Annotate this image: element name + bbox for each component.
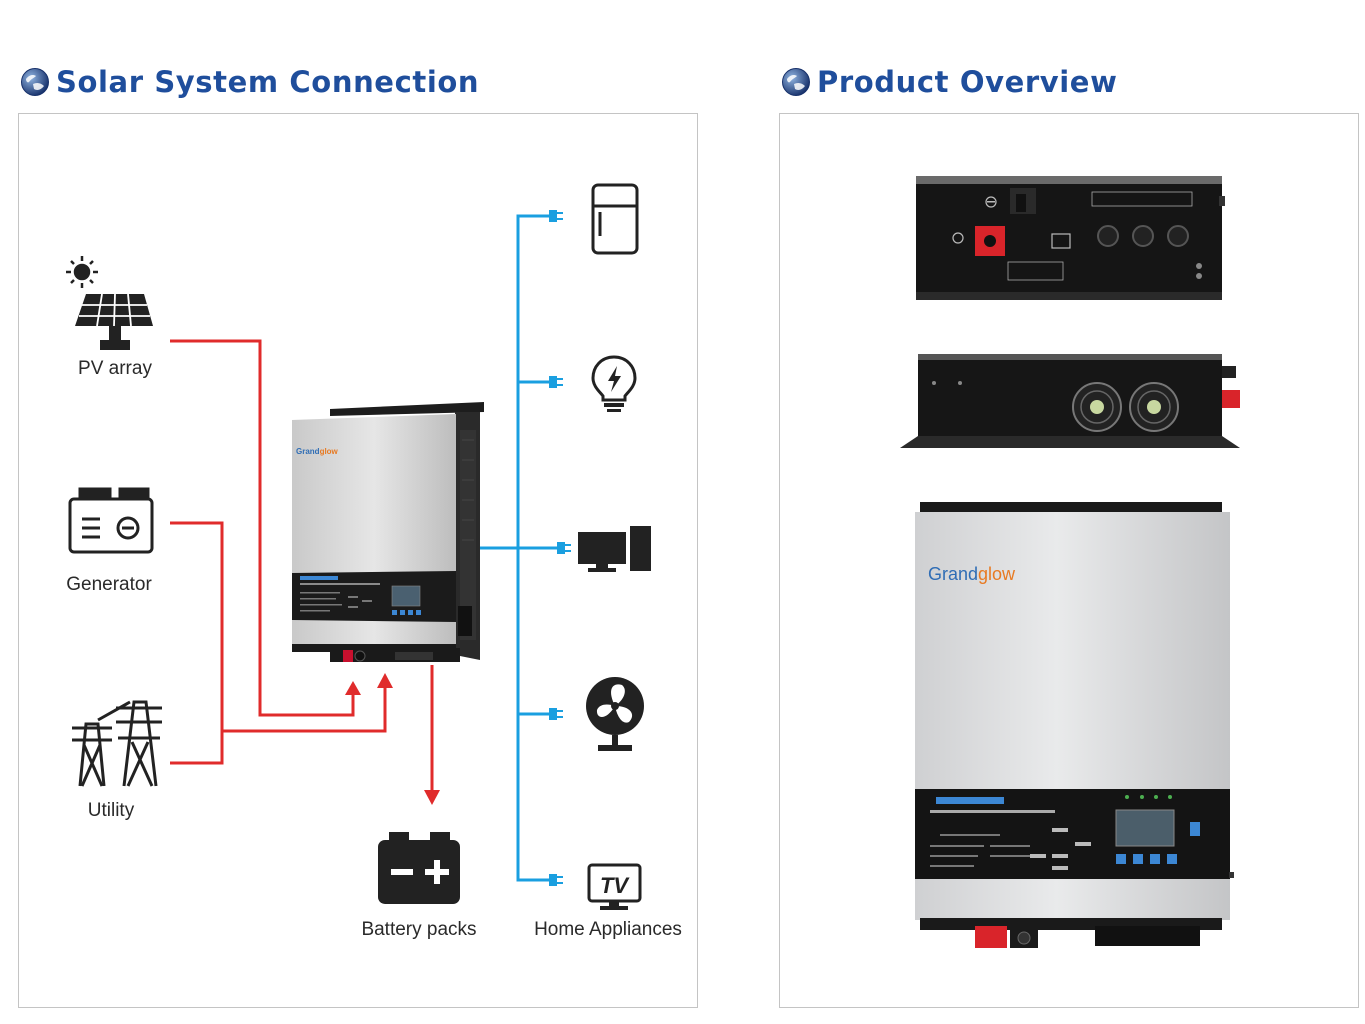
battery-packs-label: Battery packs (361, 919, 477, 940)
section-title-text: Solar System Connection (56, 65, 480, 99)
pv-array-label: PV array (78, 358, 152, 379)
section-title-text: Product Overview (817, 65, 1118, 99)
output-lines (480, 214, 558, 882)
arrow-up-pv (345, 681, 361, 695)
plug-icon (549, 210, 563, 222)
tv-icon: TV (587, 863, 642, 910)
input-arrows (345, 673, 440, 805)
plug-icon (549, 874, 563, 886)
ac-input-line (222, 686, 387, 733)
generator-utility-line (170, 521, 224, 765)
globe-icon (21, 68, 49, 96)
fan-icon (586, 677, 644, 751)
generator-label: Generator (66, 574, 152, 595)
section-title-solar-connection: Solar System Connection (20, 62, 479, 102)
product-overview-panel (779, 113, 1359, 1008)
svg-text:Grandglow: Grandglow (296, 447, 339, 456)
solar-panel-icon (75, 293, 153, 350)
inverter-image: Grandglow (292, 402, 484, 662)
svg-text:TV: TV (600, 873, 630, 898)
arrow-up-ac (377, 673, 393, 688)
utility-label: Utility (87, 800, 135, 821)
computer-icon (578, 526, 651, 572)
refrigerator-icon (591, 183, 639, 255)
light-bulb-icon (591, 355, 637, 412)
pv-input-line (170, 339, 355, 717)
power-tower-icon (72, 700, 162, 787)
plug-icon (549, 376, 563, 388)
input-lines (170, 339, 434, 790)
battery-icon (378, 832, 460, 904)
section-title-product-overview: Product Overview (781, 62, 1117, 102)
home-appliances-label: Home Appliances (534, 919, 682, 940)
globe-icon (782, 68, 810, 96)
plug-icon (549, 708, 563, 720)
plug-icons (549, 210, 571, 886)
arrow-down-battery (424, 790, 440, 805)
plug-icon (557, 542, 571, 554)
generator-icon (68, 487, 154, 554)
sun-icon (66, 256, 98, 288)
